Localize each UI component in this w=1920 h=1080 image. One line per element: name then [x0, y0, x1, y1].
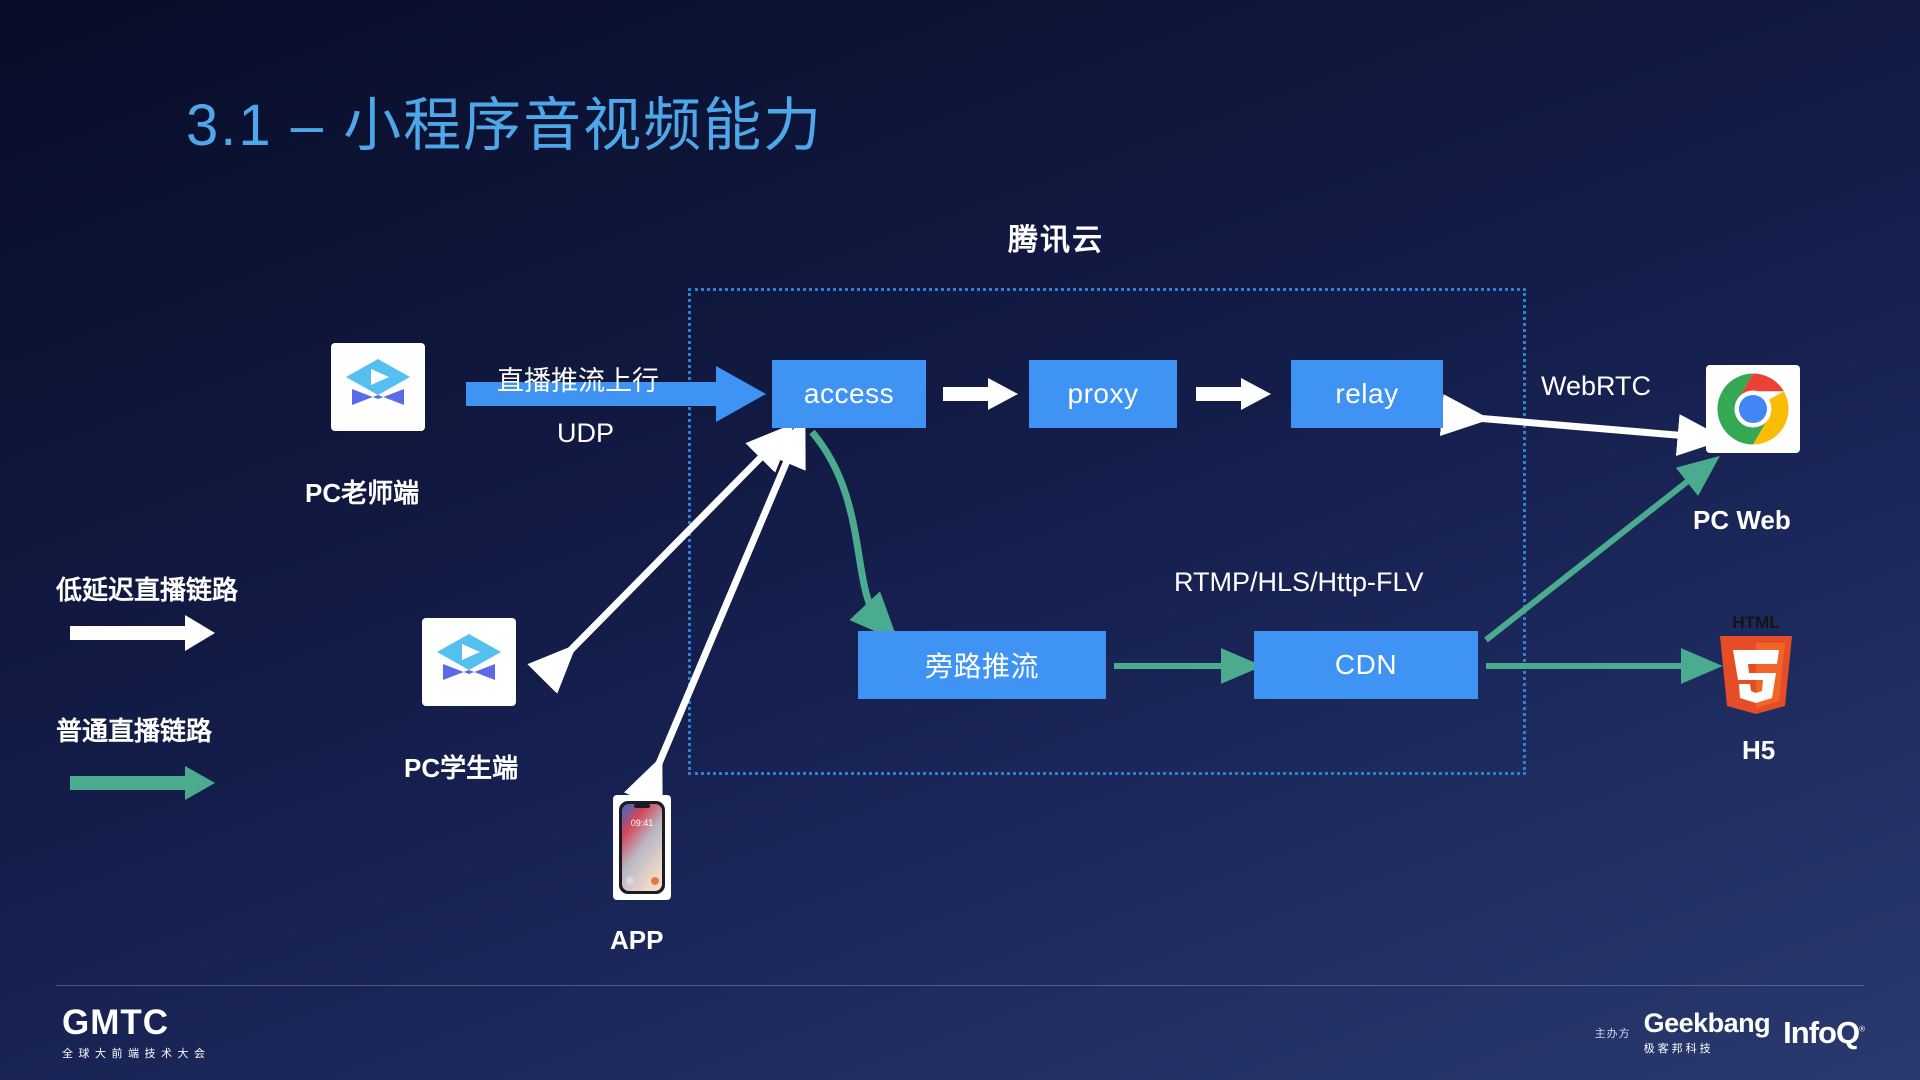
- caption-app: APP: [610, 925, 664, 955]
- html5-icon: HTML: [1712, 610, 1800, 715]
- iphone-icon: 09:41: [613, 795, 671, 900]
- node-relay[interactable]: relay: [1291, 360, 1443, 428]
- html5-icon: HTML: [1720, 613, 1792, 714]
- cloud-zone-label: 腾讯云: [1008, 224, 1104, 257]
- gmtc-logo-main: GMTC: [62, 1003, 170, 1042]
- caption-pc-web: PC Web: [1693, 505, 1791, 535]
- chrome-icon: [1706, 365, 1800, 453]
- gmtc-logo: GMTC 全球大前端技术大会: [62, 1005, 211, 1061]
- node-cdn[interactable]: CDN: [1254, 631, 1478, 699]
- caption-h5: H5: [1742, 735, 1776, 765]
- gmtc-logo-sub: 全球大前端技术大会: [62, 1048, 211, 1060]
- infoq-logo: InfoQ®: [1783, 1015, 1865, 1051]
- sponsor-logos: 主办方 Geekbang 极客邦科技 InfoQ®: [1594, 1010, 1865, 1056]
- education-play-icon: [346, 359, 410, 405]
- label-push-upstream: 直播推流上行: [497, 366, 659, 396]
- caption-pc-teacher: PC老师端: [305, 478, 420, 508]
- node-bypass-push[interactable]: 旁路推流: [858, 631, 1106, 699]
- geekbang-logo: Geekbang 极客邦科技: [1644, 1010, 1771, 1056]
- infoq-logo-text: InfoQ: [1783, 1015, 1860, 1050]
- page-title: 3.1 – 小程序音视频能力: [186, 93, 824, 158]
- phone-screen-time: 09:41: [631, 818, 654, 828]
- education-play-icon-teacher: [331, 343, 425, 431]
- caption-pc-student: PC学生端: [404, 753, 519, 783]
- footer-divider: [56, 985, 1864, 986]
- label-rtmp-hls-httpflv: RTMP/HLS/Http-FLV: [1174, 567, 1424, 597]
- infoq-trademark: ®: [1859, 1024, 1865, 1034]
- sponsor-label: 主办方: [1594, 1028, 1631, 1040]
- label-udp: UDP: [557, 418, 615, 448]
- html5-badge-text: HTML: [1732, 613, 1779, 632]
- chrome-icon: [1717, 373, 1789, 445]
- legend-white-arrow-icon: [70, 615, 215, 651]
- education-play-icon: [437, 634, 501, 680]
- geekbang-logo-main: Geekbang: [1643, 1008, 1771, 1038]
- node-proxy[interactable]: proxy: [1029, 360, 1177, 428]
- legend-item-low-latency: 低延迟直播链路: [56, 575, 239, 605]
- legend-green-arrow-icon: [70, 766, 215, 800]
- legend-item-standard: 普通直播链路: [56, 716, 213, 746]
- education-play-icon-student: [422, 618, 516, 706]
- node-access[interactable]: access: [772, 360, 926, 428]
- label-webrtc: WebRTC: [1541, 371, 1652, 401]
- iphone-icon: 09:41: [619, 801, 665, 894]
- geekbang-logo-sub: 极客邦科技: [1643, 1043, 1714, 1055]
